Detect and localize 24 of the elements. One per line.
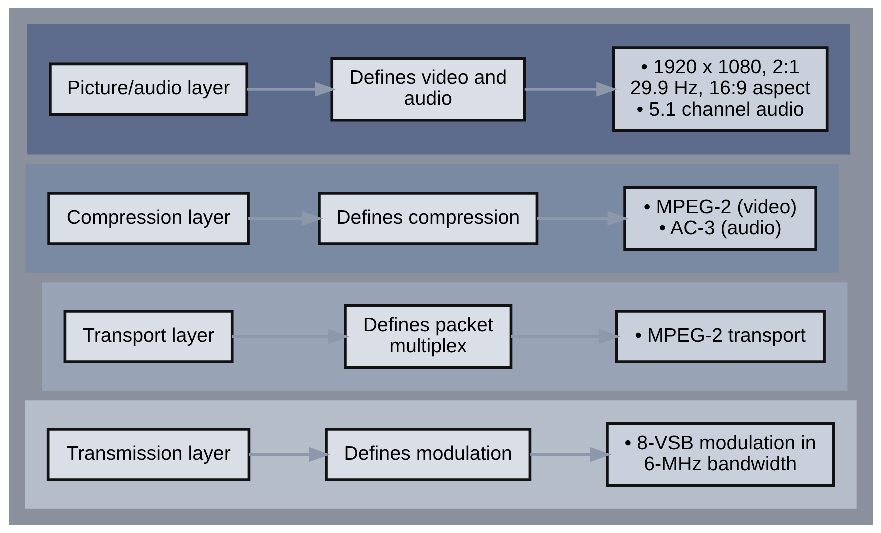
node-box: • MPEG-2 transport xyxy=(614,310,826,364)
arrow xyxy=(537,211,628,226)
cluster xyxy=(24,400,856,509)
node-box: • 8-VSB modulation in 6-MHz bandwidth xyxy=(606,422,835,488)
arrow xyxy=(248,447,330,462)
arrow xyxy=(232,329,350,344)
arrow xyxy=(246,82,336,97)
arrow xyxy=(248,211,323,226)
node-box: • MPEG-2 (video) • AC-3 (audio) xyxy=(623,186,817,252)
cluster xyxy=(42,282,848,391)
arrow xyxy=(511,329,620,344)
node-box: Transmission layer xyxy=(46,428,250,482)
node-box: Picture/audio layer xyxy=(48,62,248,116)
node-box: Transport layer xyxy=(63,310,234,364)
node-box: Defines compression xyxy=(318,192,538,246)
node-box: Defines packet multiplex xyxy=(344,304,512,370)
arrow xyxy=(524,82,618,97)
cluster xyxy=(25,164,839,273)
node-box: Compression layer xyxy=(47,192,250,246)
cluster xyxy=(26,24,850,155)
arrow xyxy=(530,447,612,462)
node-box: Defines modulation xyxy=(324,428,532,482)
node-box: Defines video and audio xyxy=(330,57,526,122)
node-box: • 1920 x 1080, 2:1 29.9 Hz, 16:9 aspect • 5.1 channel audio xyxy=(612,46,828,132)
